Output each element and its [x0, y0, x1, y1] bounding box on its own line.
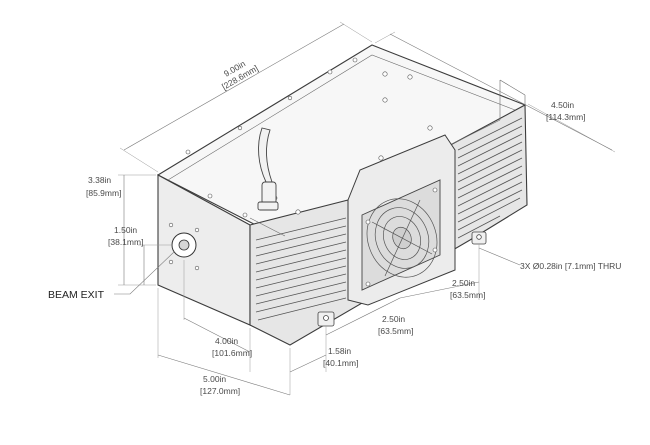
- beam-offset-mm-label: [101.6mm]: [212, 348, 252, 358]
- height-label: 3.38in: [88, 175, 111, 185]
- hole-pitch-2-label: 2.50in: [452, 278, 475, 288]
- beam-exit-aperture: [168, 222, 200, 271]
- beam-height-mm-label: [38.1mm]: [108, 237, 143, 247]
- hole-x-mm-label: [127.0mm]: [200, 386, 240, 396]
- handle: [257, 127, 279, 211]
- fan-assembly: [347, 134, 456, 306]
- housing-body: [156, 44, 528, 346]
- hole-pitch-2-mm-label: [63.5mm]: [450, 290, 485, 300]
- hole-x-label: 5.00in: [203, 374, 226, 384]
- mounting-tabs: [317, 231, 487, 327]
- beam-height-label: 1.50in: [114, 225, 137, 235]
- fan-grille: [366, 198, 438, 278]
- heatsink-fins-right: [457, 117, 523, 239]
- hole-inset-label: 1.58in: [328, 346, 351, 356]
- height-mm-label: [85.9mm]: [86, 188, 121, 198]
- width-label: 4.50in: [551, 100, 574, 110]
- beam-exit-label: BEAM EXIT: [48, 289, 105, 301]
- width-mm-label: [114.3mm]: [546, 112, 586, 122]
- thru-holes-label: 3X Ø0.28in [7.1mm] THRU: [520, 261, 621, 271]
- hole-pitch-1-label: 2.50in: [382, 314, 405, 324]
- hole-pitch-1-mm-label: [63.5mm]: [378, 326, 413, 336]
- hole-inset-mm-label: [40.1mm]: [323, 358, 358, 368]
- heatsink-fins-left: [255, 217, 347, 321]
- dimension-text: 9.00in [228.6mm] 4.50in [114.3mm] 3.38in…: [48, 58, 621, 396]
- dimension-lines: [114, 21, 616, 396]
- beam-offset-label: 4.00in: [215, 336, 238, 346]
